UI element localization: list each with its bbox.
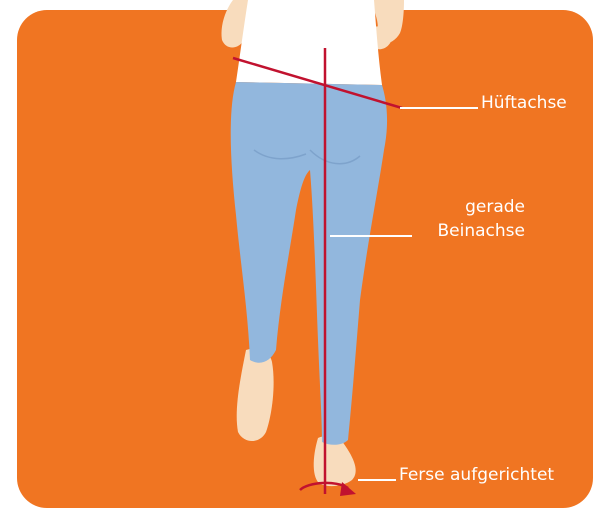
- leg-axis-label-line1: gerade: [443, 197, 525, 217]
- leg-axis-label-line2: Beinachse: [415, 221, 525, 241]
- left-foot: [237, 349, 274, 441]
- shirt: [236, 0, 382, 85]
- heel-label: Ferse aufgerichtet: [399, 465, 554, 485]
- hip-axis-label: Hüftachse: [481, 93, 567, 113]
- arrow-head-icon: [340, 482, 356, 496]
